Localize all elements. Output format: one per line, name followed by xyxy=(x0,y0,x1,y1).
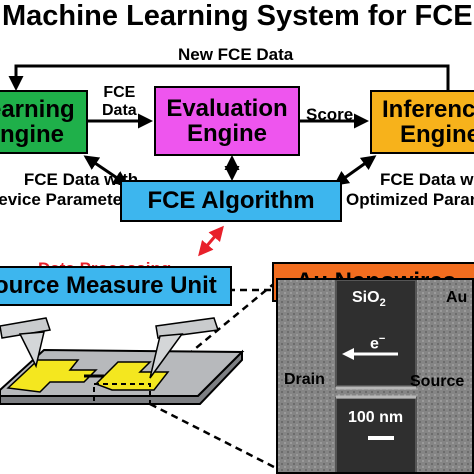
data-processing-arrow xyxy=(198,225,224,257)
inference-engine-line1: Inference xyxy=(382,95,474,123)
sem-image xyxy=(276,278,474,474)
au-label: Au xyxy=(446,289,468,306)
fce-algorithm-label: FCE Algorithm xyxy=(147,187,315,215)
fce-algorithm-box: FCE Algorithm xyxy=(120,180,342,222)
fce-data-optimized-line1: FCE Data with xyxy=(380,170,474,189)
sio2-text: SiO xyxy=(352,289,380,306)
learning-engine-line1: Learning xyxy=(0,95,75,123)
new-fce-data-label: New FCE Data xyxy=(178,45,294,64)
inference-algorithm-arrow xyxy=(333,155,377,186)
diagram-title: Machine Learning System for FCE xyxy=(2,0,473,32)
fce-data-label-line2: Data xyxy=(102,102,137,120)
fce-data-label-line1: FCE xyxy=(103,84,136,101)
fce-data-optimized-line2: Optimized Parameters xyxy=(346,190,474,210)
data-with-params-line2: Device Parameters xyxy=(0,190,139,210)
score-label: Score xyxy=(306,105,354,124)
electron-text: e xyxy=(370,335,379,353)
drain-label: Drain xyxy=(284,371,325,388)
learning-engine-line2: Engine xyxy=(0,121,64,148)
new-fce-data-arrow xyxy=(8,64,450,92)
fce-data-label: FCE Data xyxy=(102,84,137,121)
inference-engine-box: Inference Engine xyxy=(370,90,474,154)
source-label: Source xyxy=(410,373,465,390)
electron-superscript: − xyxy=(378,333,386,345)
source-measure-unit-label: Source Measure Unit xyxy=(0,272,217,300)
sio2-subscript: 2 xyxy=(379,297,386,310)
scale-bar-label: 100 nm xyxy=(348,409,404,426)
learning-engine-box: Learning Engine xyxy=(0,90,88,154)
inference-engine-line2: Engine xyxy=(400,121,474,148)
learning-algorithm-arrow xyxy=(83,155,129,186)
evaluation-engine-line2: Engine xyxy=(186,120,267,147)
fce-data-optimized-label: FCE Data with Optimized Parameters xyxy=(346,170,474,211)
sio2-label: SiO2 xyxy=(352,290,386,309)
data-with-params-label: FCE Data with Device Parameters xyxy=(0,170,138,211)
evaluation-engine-line1: Evaluation xyxy=(166,94,288,122)
evaluation-engine-box: Evaluation Engine xyxy=(154,86,300,156)
sem-image-texture xyxy=(278,280,472,472)
source-measure-unit-box: Source Measure Unit xyxy=(0,266,232,306)
electron-label: e− xyxy=(370,334,385,352)
data-with-params-line1: FCE Data with xyxy=(23,170,139,189)
